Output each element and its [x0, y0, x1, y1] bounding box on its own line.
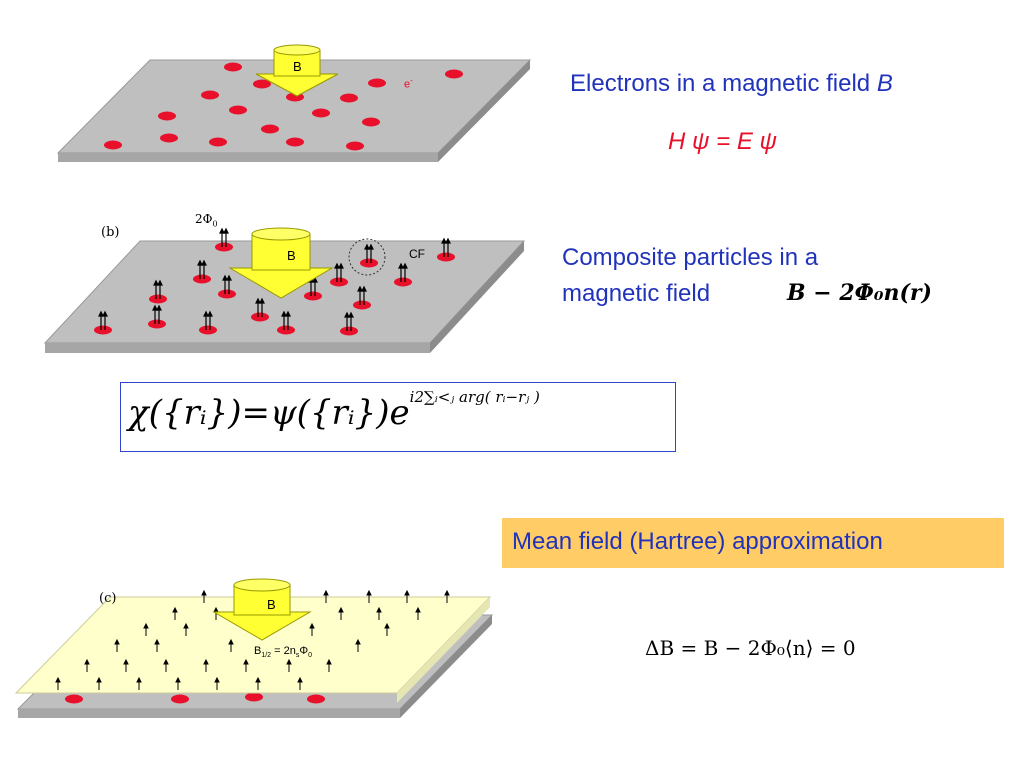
- mean-field-equation: ΔB = B − 2Φ₀⟨n⟩ = 0: [645, 636, 856, 660]
- flux-arrows-c: [55, 589, 450, 690]
- cf-highlight-circle: [348, 238, 386, 276]
- mean-field-title: Mean field (Hartree) approximation: [512, 528, 883, 555]
- field-arrow-a: [255, 44, 339, 97]
- flux-arrows-b: [98, 227, 451, 331]
- electron-label: e-: [404, 76, 413, 91]
- flux-label-b: 2Φ0: [195, 212, 218, 229]
- cf-label: CF: [409, 247, 425, 261]
- panel-c-label: (c): [99, 591, 117, 606]
- mean-field-plate: [14, 596, 492, 703]
- wavefunction-formula: χ({rᵢ})=ψ({rᵢ})ei2∑ᵢ<ⱼ arg( rᵢ−rⱼ ): [128, 388, 540, 433]
- electrons-c: [65, 692, 325, 704]
- electrons-a: [104, 62, 463, 151]
- mean-field-highlight: [502, 518, 1004, 568]
- half-flux-label: B1/2 = 2nsΦ0: [254, 645, 313, 660]
- title-composite: Composite particles in a magnetic field: [562, 240, 818, 312]
- field-label-b: B: [287, 248, 296, 263]
- panel-b-label: (b): [101, 225, 120, 240]
- field-arrow-c: [212, 578, 312, 641]
- title-composite-line1: Composite particles in a: [562, 244, 819, 271]
- wavefunction-box: [120, 382, 676, 452]
- effective-field-equation: B − 2Φ₀n(r): [787, 280, 932, 306]
- plate-a: [56, 59, 532, 162]
- title-composite-line2: magnetic field: [562, 280, 711, 307]
- field-label-a: B: [293, 59, 302, 74]
- title-electrons: Electrons in a magnetic field B: [570, 70, 893, 97]
- field-label-c: B: [267, 597, 276, 612]
- schrodinger-equation: H ψ = E ψ: [668, 128, 777, 155]
- field-arrow-b: [228, 227, 334, 299]
